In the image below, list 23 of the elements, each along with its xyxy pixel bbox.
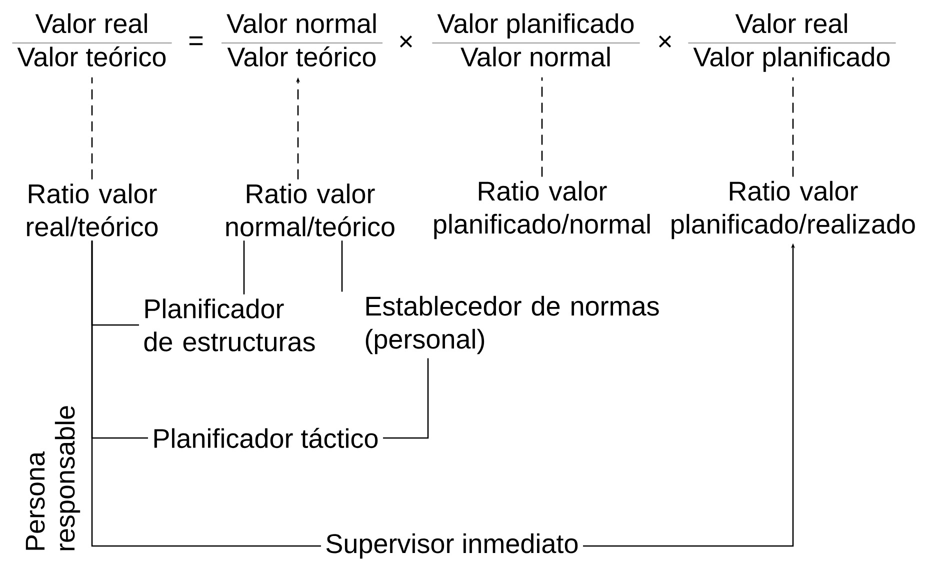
ratio-label: Ratio valor planificado/normal [434, 180, 650, 240]
fraction: Valor planificado Valor normal [432, 13, 640, 67]
connector [91, 240, 321, 547]
connector [383, 358, 429, 439]
connector [792, 77, 794, 177]
operator-sign: × [658, 35, 672, 48]
ratio-label: Ratio valor real/teórico [27, 184, 158, 236]
connector [243, 240, 245, 294]
connector [341, 240, 343, 292]
fraction: Valor normal Valor teórico [221, 13, 383, 67]
operator-sign: = [189, 36, 203, 46]
role-label: Planificador de estructuras [144, 298, 315, 352]
connector [541, 77, 543, 177]
operator-sign: × [400, 35, 412, 48]
role-label: Establecedor de normas (personal) [366, 296, 659, 354]
fraction: Valor real Valor teórico [12, 13, 172, 67]
fraction: Valor real Valor planificado [688, 13, 896, 72]
ratio-label: Ratio valor planificado/realizado [672, 180, 915, 240]
role-label: Supervisor inmediato [326, 533, 578, 559]
axis-label: Persona responsable [26, 406, 80, 550]
role-label: Planificador táctico [154, 428, 378, 448]
ratio-label: Ratio valor normal/teórico [226, 184, 394, 236]
connector [91, 77, 93, 180]
